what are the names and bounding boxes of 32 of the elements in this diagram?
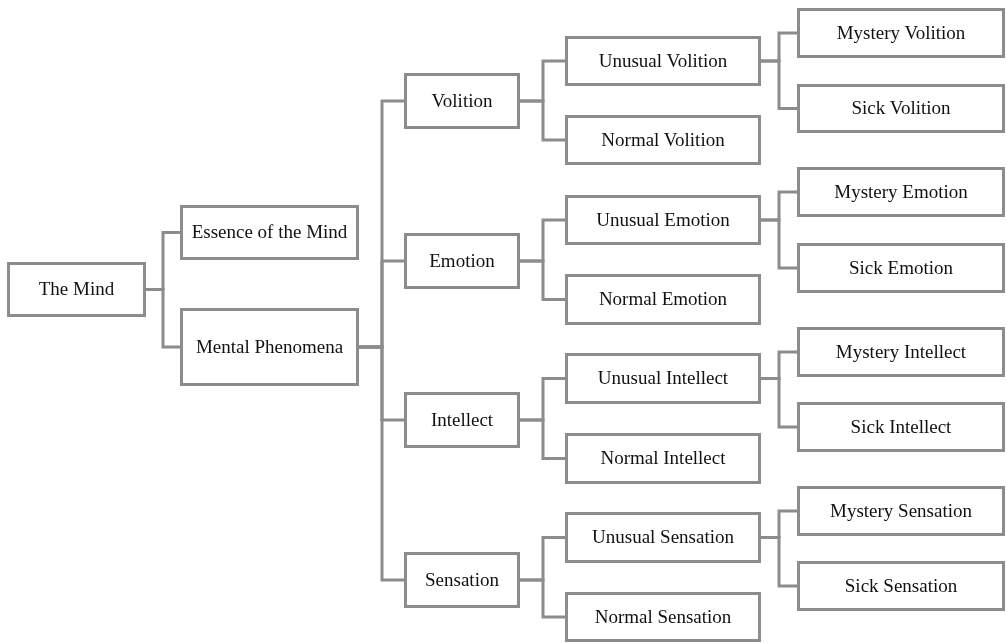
connector-line <box>761 218 797 270</box>
concept-box: Unusual Volition <box>565 36 761 86</box>
concept-box: Sick Volition <box>797 84 1005 133</box>
concept-box: Unusual Emotion <box>565 195 761 245</box>
concept-box: Essence of the Mind <box>180 205 359 260</box>
connector-line <box>520 259 565 301</box>
concept-box: Emotion <box>404 233 520 289</box>
concept-box: Sick Intellect <box>797 402 1005 452</box>
concept-box: Sensation <box>404 552 520 608</box>
concept-box: Mystery Emotion <box>797 167 1005 217</box>
concept-box: The Mind <box>7 262 146 317</box>
connector-line <box>520 578 565 619</box>
connector-line <box>761 536 797 588</box>
concept-box: Normal Sensation <box>565 592 761 642</box>
concept-box: Mystery Sensation <box>797 486 1005 536</box>
concept-box: Sick Emotion <box>797 243 1005 293</box>
connector-line <box>359 345 404 582</box>
concept-box: Unusual Sensation <box>565 512 761 563</box>
concept-box: Mental Phenomena <box>180 308 359 386</box>
concept-box: Normal Volition <box>565 115 761 165</box>
connector-line <box>520 418 565 460</box>
concept-box: Sick Sensation <box>797 561 1005 611</box>
connector-line <box>761 377 797 429</box>
concept-box: Intellect <box>404 392 520 448</box>
concept-box: Mystery Volition <box>797 8 1005 58</box>
concept-box: Normal Intellect <box>565 433 761 484</box>
concept-box: Mystery Intellect <box>797 327 1005 377</box>
connector-line <box>520 99 565 142</box>
concept-box: Unusual Intellect <box>565 353 761 404</box>
concept-box: Volition <box>404 73 520 129</box>
connector-line <box>761 59 797 110</box>
concept-box: Normal Emotion <box>565 274 761 325</box>
